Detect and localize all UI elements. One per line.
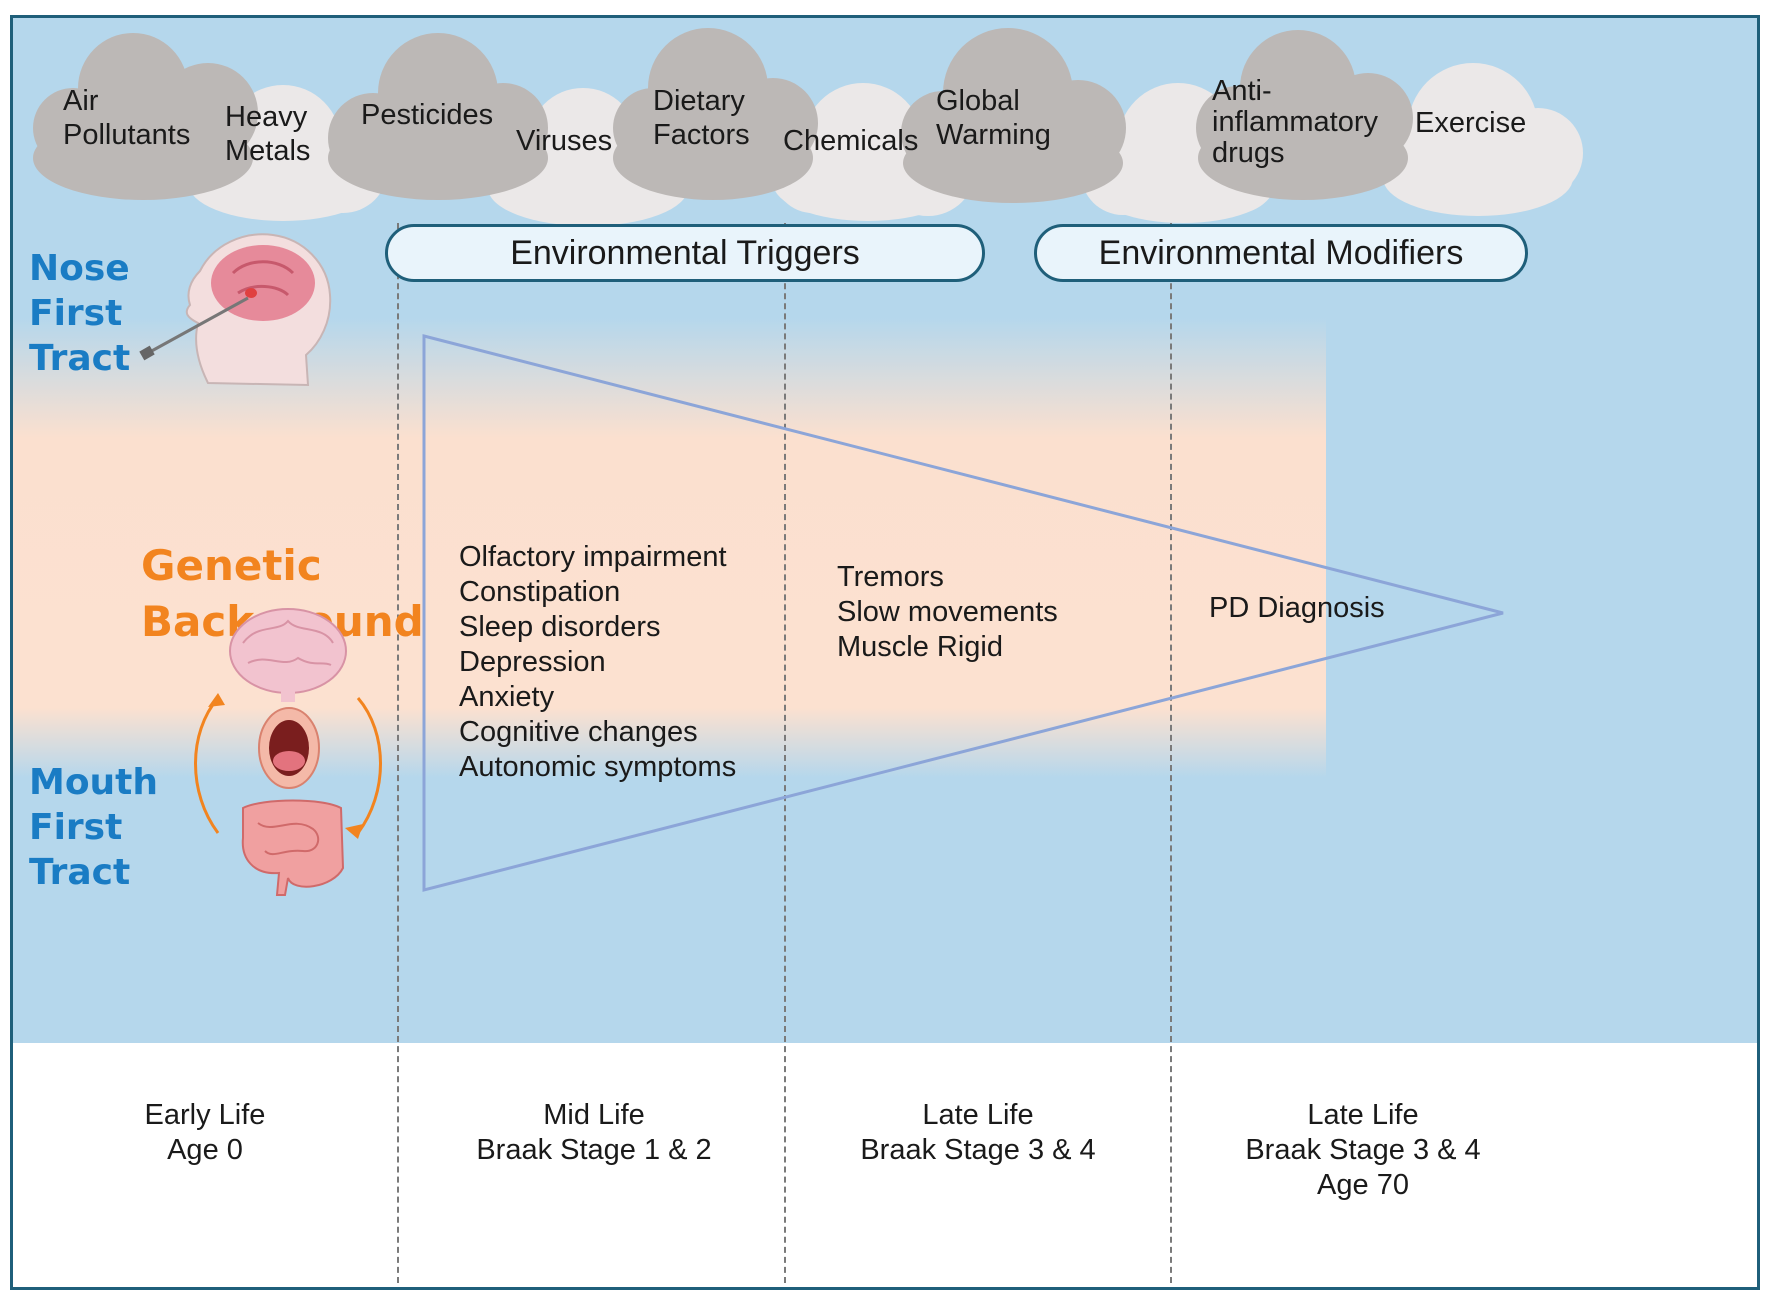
early-symptoms-list: Olfactory impairment Constipation Sleep …	[459, 540, 736, 785]
cloud-label-exercise: Exercise	[1415, 107, 1527, 139]
cycle-arrow-icon	[194, 697, 382, 834]
timeline-band	[13, 1043, 1757, 1287]
mouth-icon	[258, 707, 320, 789]
divider-line-1	[397, 223, 399, 1287]
symptom-item: Autonomic symptoms	[459, 751, 737, 783]
head-brain-icon	[139, 233, 332, 387]
environmental-triggers-label: Environmental Triggers	[385, 224, 985, 282]
cloud-layer	[33, 28, 1583, 226]
cloud-label-pesticides: Pesticides	[361, 99, 494, 131]
cloud-label-chemicals: Chemicals	[783, 125, 919, 157]
divider-line-2	[784, 223, 786, 1287]
cloud-dietary-factors	[613, 28, 818, 200]
environmental-modifiers-label: Environmental Modifiers	[1034, 224, 1528, 282]
symptom-item: Tremors	[837, 561, 944, 593]
cloud-label-viruses: Viruses	[516, 125, 613, 157]
cloud-global-warming	[901, 28, 1126, 203]
cloud-air-pollutants	[33, 33, 258, 200]
symptom-item: Sleep disorders	[459, 611, 661, 643]
brain-icon	[229, 608, 347, 702]
symptom-item: Muscle Rigid	[837, 631, 1003, 663]
symptom-item: Anxiety	[459, 681, 555, 713]
cloud-pesticides	[328, 33, 548, 200]
genetic-background-label: GeneticBackground	[141, 541, 424, 646]
symptom-item: Olfactory impairment	[459, 541, 727, 573]
progression-triangle	[422, 334, 1504, 892]
brain-gut-axis-icon	[194, 608, 382, 896]
symptom-item: Depression	[459, 646, 606, 678]
symptom-item: Constipation	[459, 576, 621, 608]
symptom-item: Slow movements	[837, 596, 1058, 628]
intestine-icon	[241, 799, 345, 896]
motor-symptoms-list: Tremors Slow movements Muscle Rigid	[837, 560, 1058, 665]
cloud-anti-inflammatory	[1196, 30, 1413, 200]
divider-line-3	[1170, 223, 1172, 1287]
pd-diagnosis-label: PD Diagnosis	[1209, 592, 1385, 624]
symptom-item: Cognitive changes	[459, 716, 698, 748]
